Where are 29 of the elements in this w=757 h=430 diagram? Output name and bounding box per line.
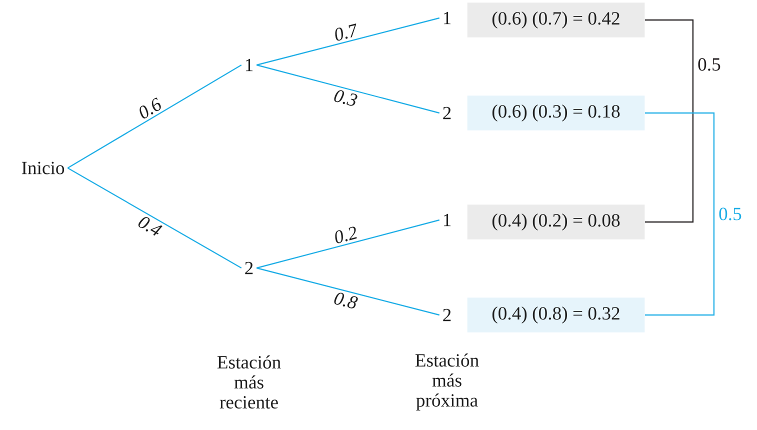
probability-label: 0.2 xyxy=(331,224,360,246)
probability-label: 0.3 xyxy=(331,87,360,109)
probability-label: 0.4 xyxy=(134,212,166,240)
result-box: (0.6) (0.7) = 0.42 xyxy=(467,2,645,38)
connector-line xyxy=(256,267,440,316)
probability-label: 0.5 xyxy=(719,208,742,220)
result-box: (0.6) (0.3) = 0.18 xyxy=(467,96,645,130)
axis-caption: Estación más próxima xyxy=(415,354,479,410)
start-label: Inicio xyxy=(22,162,64,174)
probability-label: 0.6 xyxy=(134,95,165,122)
probability-label: 0.7 xyxy=(331,22,360,44)
result-box: (0.4) (0.2) = 0.08 xyxy=(467,204,645,240)
axis-caption: Estación más reciente xyxy=(217,355,281,409)
connector-line xyxy=(644,19,694,223)
state-label: 1 xyxy=(444,214,451,226)
connector-line xyxy=(67,64,242,169)
result-box: (0.4) (0.8) = 0.32 xyxy=(467,298,645,332)
connector-line xyxy=(256,17,440,66)
state-label: 2 xyxy=(245,262,253,274)
probability-label: 0.5 xyxy=(698,58,720,71)
probability-label: 0.8 xyxy=(331,290,360,312)
state-label: 1 xyxy=(246,58,253,72)
connector-line xyxy=(67,167,242,269)
connector-line xyxy=(256,64,440,114)
state-label: 2 xyxy=(443,106,451,120)
connector-line xyxy=(644,112,715,316)
connector-line xyxy=(256,219,440,269)
state-label: 1 xyxy=(444,12,451,24)
state-label: 2 xyxy=(443,308,451,322)
